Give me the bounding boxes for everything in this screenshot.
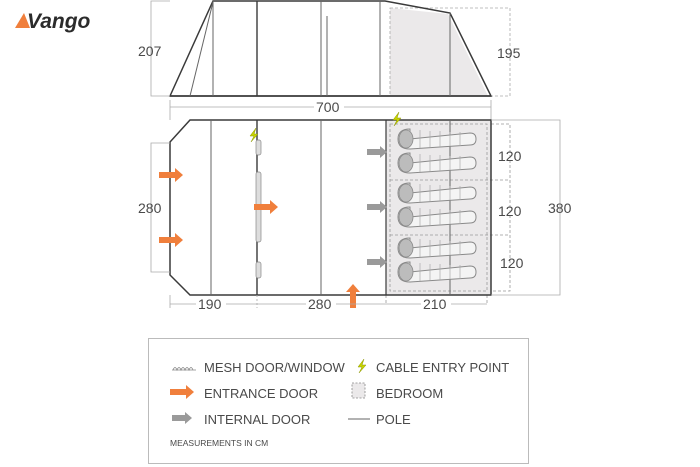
measurements-note: MEASUREMENTS IN CM [170, 438, 268, 448]
entrance-door-arrow-icon [159, 233, 183, 247]
internal-door-arrow-icon [367, 201, 387, 213]
legend: MESH DOOR/WINDOW CABLE ENTRY POINT ENTRA… [148, 338, 529, 464]
section-length-1: 190 [198, 296, 222, 312]
bedroom-width-2: 120 [498, 203, 522, 219]
section-length-2: 280 [308, 296, 332, 312]
length-dimension: 700 [169, 99, 492, 120]
legend-label: CABLE ENTRY POINT [376, 360, 509, 375]
total-length: 700 [316, 99, 340, 115]
internal-door-arrow-icon [367, 146, 387, 158]
porch-width: 280 [138, 200, 162, 216]
floor-plan: 190 280 210 280 120 120 120 380 [138, 111, 572, 312]
mesh-icon [172, 367, 196, 372]
bedroom-width-3: 120 [500, 255, 524, 271]
side-right-height: 195 [497, 45, 521, 61]
legend-label: ENTRANCE DOOR [204, 386, 318, 401]
entrance-door-arrow-icon [159, 168, 183, 182]
total-width: 380 [548, 200, 572, 216]
legend-label: BEDROOM [376, 386, 443, 401]
bedroom-width-1: 120 [498, 148, 522, 164]
section-length-3: 210 [423, 296, 447, 312]
vango-logo: Vango [15, 10, 91, 33]
side-left-height: 207 [138, 43, 162, 59]
legend-label: MESH DOOR/WINDOW [204, 360, 346, 375]
legend-label: POLE [376, 412, 411, 427]
internal-door-arrow-icon [367, 256, 387, 268]
logo-text: Vango [27, 10, 91, 33]
bedroom-icon [351, 382, 366, 399]
legend-label: INTERNAL DOOR [204, 412, 310, 427]
side-view: 207 195 [138, 0, 521, 97]
